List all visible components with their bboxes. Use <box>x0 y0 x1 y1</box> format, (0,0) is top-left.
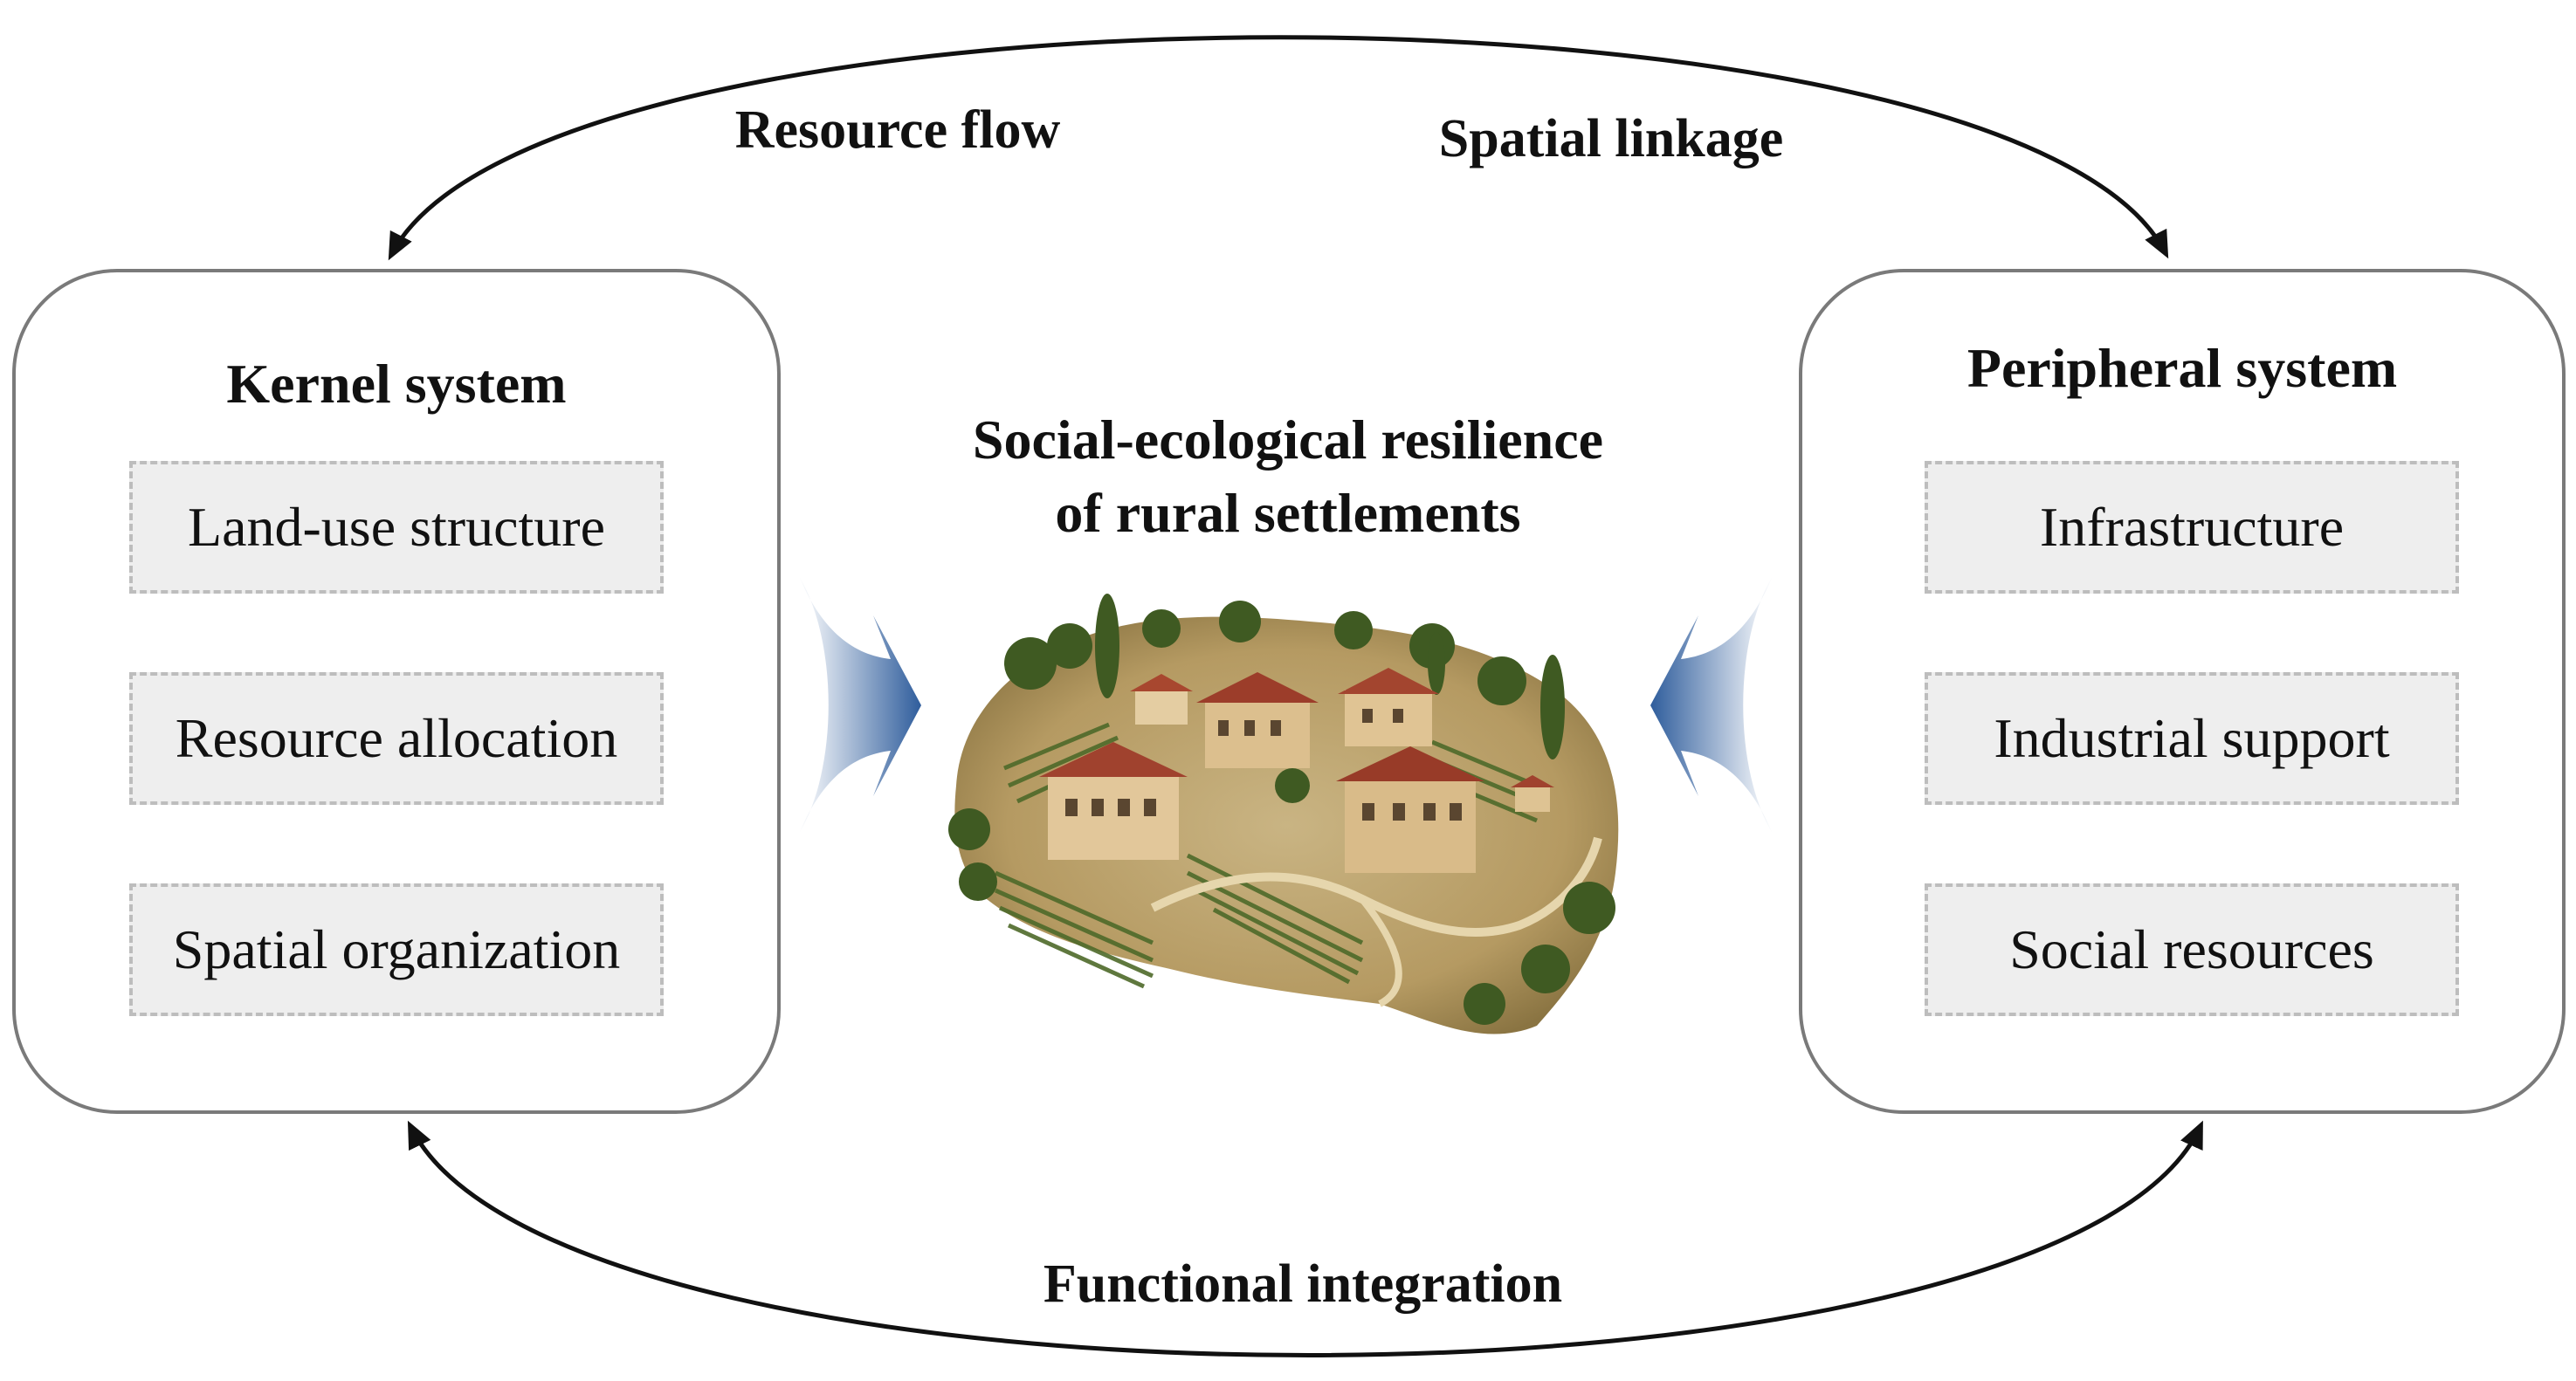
center-title-line-1: Social-ecological resilience <box>972 409 1604 471</box>
right-influence-arrow <box>1650 576 1773 834</box>
peripheral-system-title: Peripheral system <box>1966 337 2398 399</box>
center-title: Social-ecological resilience of rural se… <box>939 403 1637 550</box>
peripheral-component-industrial-support: Industrial support <box>1925 672 2459 805</box>
kernel-system-title: Kernel system <box>226 353 567 415</box>
peripheral-component-infrastructure: Infrastructure <box>1925 461 2459 594</box>
left-influence-arrow <box>799 576 921 834</box>
bottom-flow-arc <box>407 1120 2203 1357</box>
kernel-component-spatial-organization: Spatial organization <box>129 883 664 1016</box>
peripheral-component-social-resources: Social resources <box>1925 883 2459 1016</box>
center-title-line-2: of rural settlements <box>1055 482 1521 544</box>
spatial-linkage-label: Spatial linkage <box>1438 109 1784 168</box>
top-flow-arc <box>388 35 2169 261</box>
kernel-component-resource-allocation: Resource allocation <box>129 672 664 805</box>
rural-village-illustration <box>948 594 1619 1034</box>
resource-flow-label: Resource flow <box>734 100 1061 160</box>
kernel-component-land-use-structure: Land-use structure <box>129 461 664 594</box>
functional-integration-label: Functional integration <box>1043 1254 1563 1314</box>
